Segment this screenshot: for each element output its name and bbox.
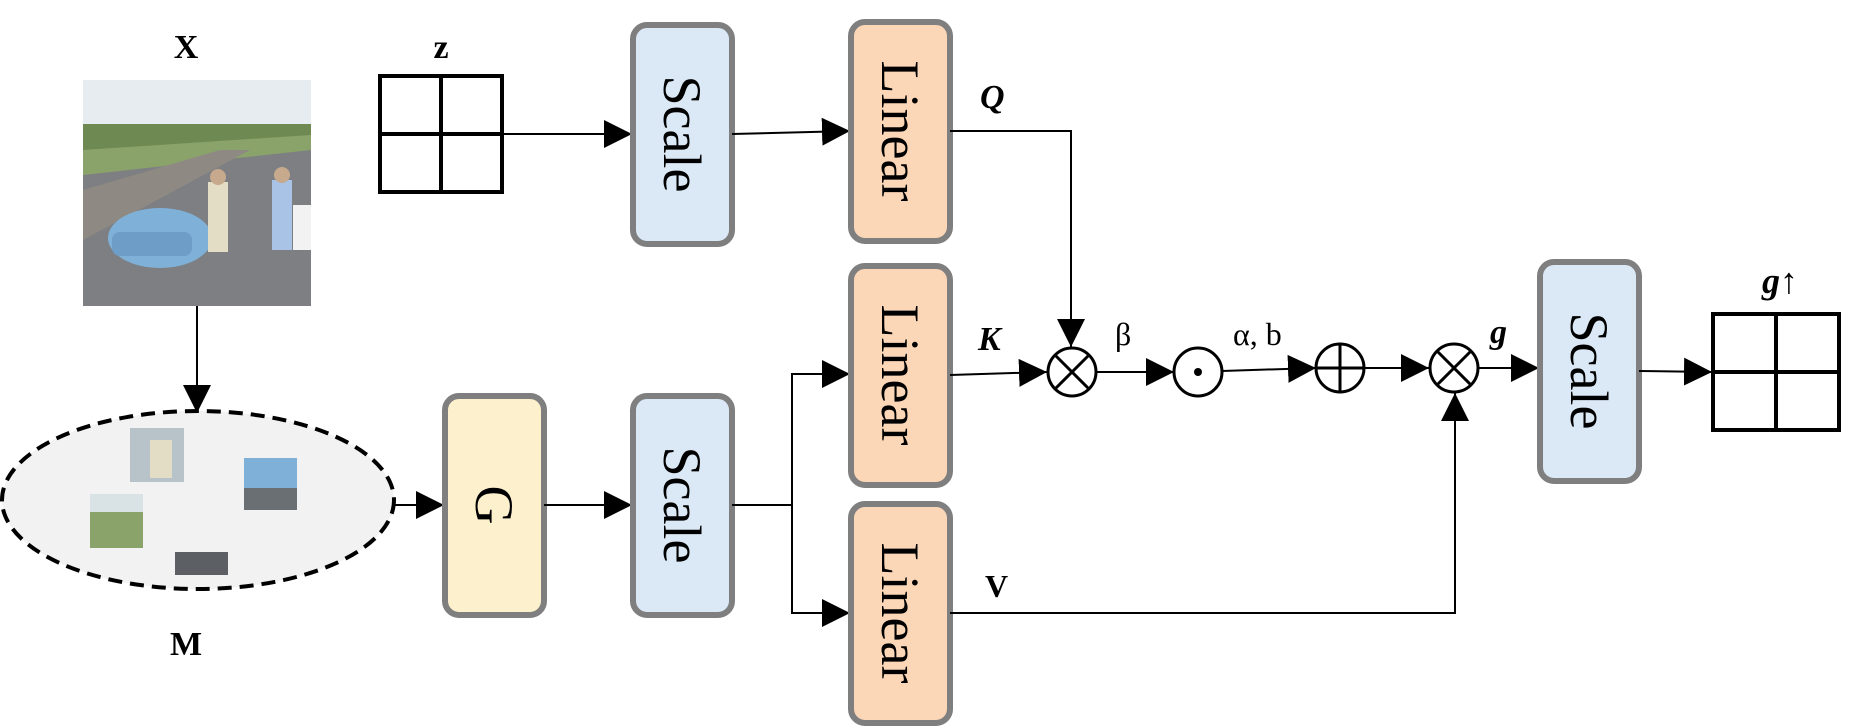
m-label: M xyxy=(170,626,202,663)
linear-v-box: Linear xyxy=(848,501,953,726)
x-label: X xyxy=(174,29,199,66)
arrow-v-to-mult xyxy=(950,393,1469,614)
arrow-scale-to-grid xyxy=(1638,357,1713,386)
alpha-b-label: α, b xyxy=(1233,316,1282,352)
g-box: G xyxy=(442,393,547,618)
g-output-label: g xyxy=(1489,314,1507,351)
scale-box-top-label: Scale xyxy=(652,76,712,193)
beta-label: β xyxy=(1115,316,1131,352)
arrow-scale-to-linear-q xyxy=(731,117,851,146)
q-label: Q xyxy=(980,79,1005,116)
linear-q-box: Linear xyxy=(848,19,953,244)
linear-q-label: Linear xyxy=(870,61,930,202)
arrow-scale-to-linear-v xyxy=(791,505,850,627)
multiply-operator-1 xyxy=(1046,346,1098,398)
scale-box-mid: Scale xyxy=(630,393,735,618)
g-box-label: G xyxy=(464,486,524,525)
scale-box-out-label: Scale xyxy=(1559,313,1619,430)
input-image xyxy=(83,80,311,306)
arrow-k-to-mult xyxy=(949,358,1048,387)
hadamard-operator xyxy=(1172,346,1224,398)
arrow-scale-to-linear-k xyxy=(732,360,850,506)
v-label: V xyxy=(985,568,1008,604)
multiply-operator-2 xyxy=(1428,342,1480,394)
scale-box-top: Scale xyxy=(630,22,735,247)
image-patches xyxy=(90,428,297,575)
scale-box-mid-label: Scale xyxy=(652,447,712,564)
linear-k-label: Linear xyxy=(870,305,930,446)
add-operator xyxy=(1314,342,1366,394)
arrow-dot-to-add xyxy=(1221,354,1317,383)
z-label: z xyxy=(433,29,448,66)
linear-k-box: Linear xyxy=(848,263,953,488)
output-grid xyxy=(1711,312,1841,432)
scale-box-out: Scale xyxy=(1537,259,1642,484)
g-up-label: g↑ xyxy=(1761,261,1798,301)
linear-v-label: Linear xyxy=(870,543,930,684)
arrow-q-to-mult xyxy=(950,130,1085,347)
k-label: K xyxy=(977,321,1003,358)
z-grid xyxy=(378,74,504,194)
